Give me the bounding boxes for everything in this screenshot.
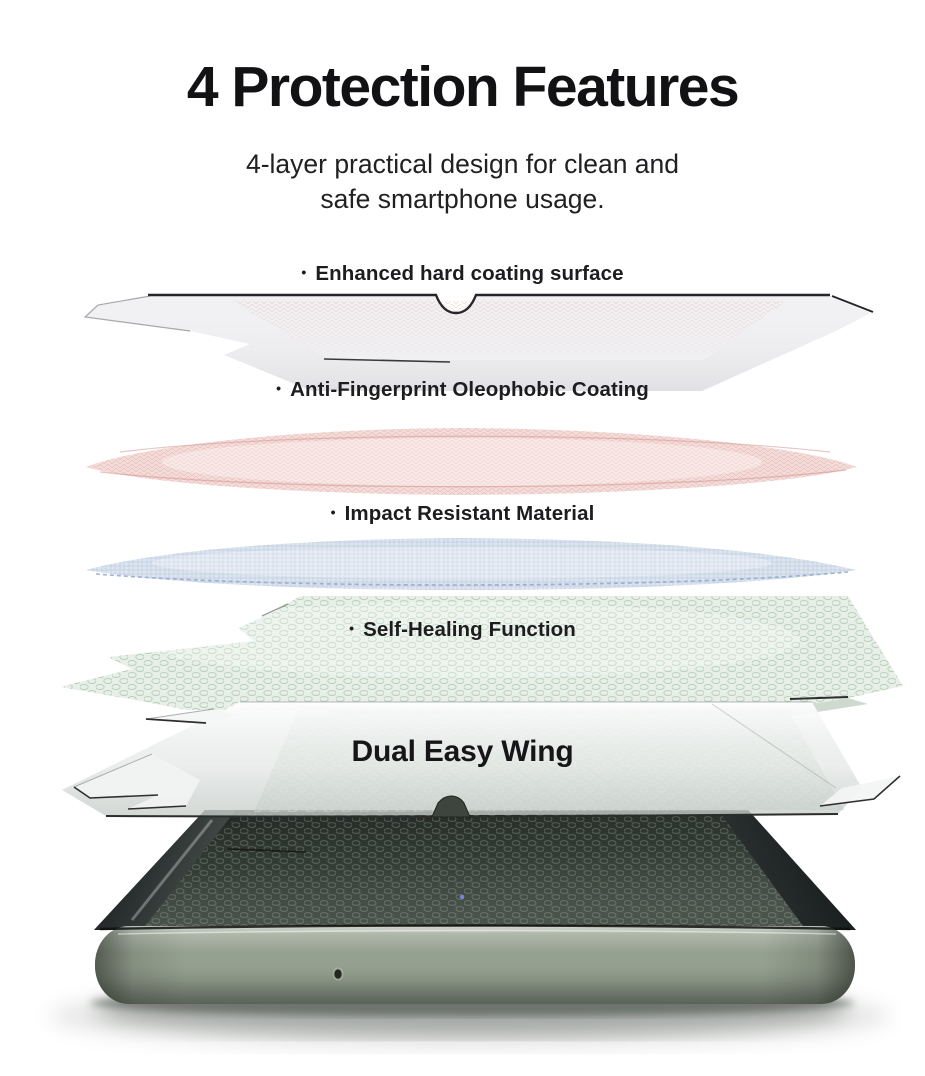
phone-frame-rail bbox=[95, 924, 855, 1004]
feature-label-self-healing: •Self-Healing Function bbox=[349, 618, 576, 641]
film-wing-left bbox=[73, 708, 236, 810]
layer-oleophobic-coating bbox=[86, 428, 857, 495]
bullet-dot: • bbox=[301, 264, 307, 280]
film-pull-tab bbox=[431, 795, 471, 818]
page-title: 4 Protection Features bbox=[186, 55, 740, 119]
page-subtitle: 4-layer practical design for clean and s… bbox=[0, 147, 925, 217]
bullet-dot: • bbox=[330, 504, 336, 520]
subtitle-line-1: 4-layer practical design for clean and bbox=[245, 149, 680, 179]
layer-self-healing bbox=[60, 596, 903, 716]
phone-bezel-left bbox=[94, 810, 236, 930]
front-camera-dot bbox=[459, 894, 465, 900]
bullet-dot: • bbox=[276, 380, 282, 396]
bullet-dot: • bbox=[349, 620, 355, 636]
layer-impact-resistant bbox=[86, 538, 856, 590]
film-wing-right bbox=[789, 696, 901, 807]
film-bottom-edge bbox=[105, 813, 839, 818]
feature-label-dual-easy-wing: Dual Easy Wing bbox=[351, 735, 574, 768]
layer-hard-coating bbox=[83, 293, 874, 391]
layer-dual-easy-wing-film bbox=[62, 696, 901, 818]
layer1-top-edge bbox=[148, 293, 830, 315]
feature-label-oleophobic: •Anti-Fingerprint Oleophobic Coating bbox=[276, 378, 649, 401]
phone-screen bbox=[94, 810, 856, 930]
subtitle-line-2: safe smartphone usage. bbox=[320, 184, 605, 214]
phone-bezel-right bbox=[718, 810, 856, 930]
feature-label-impact-resistant: •Impact Resistant Material bbox=[330, 502, 595, 525]
feature-label-hard-coating: •Enhanced hard coating surface bbox=[301, 262, 624, 285]
microphone-hole bbox=[334, 969, 342, 979]
installed-protector-texture bbox=[120, 813, 840, 928]
